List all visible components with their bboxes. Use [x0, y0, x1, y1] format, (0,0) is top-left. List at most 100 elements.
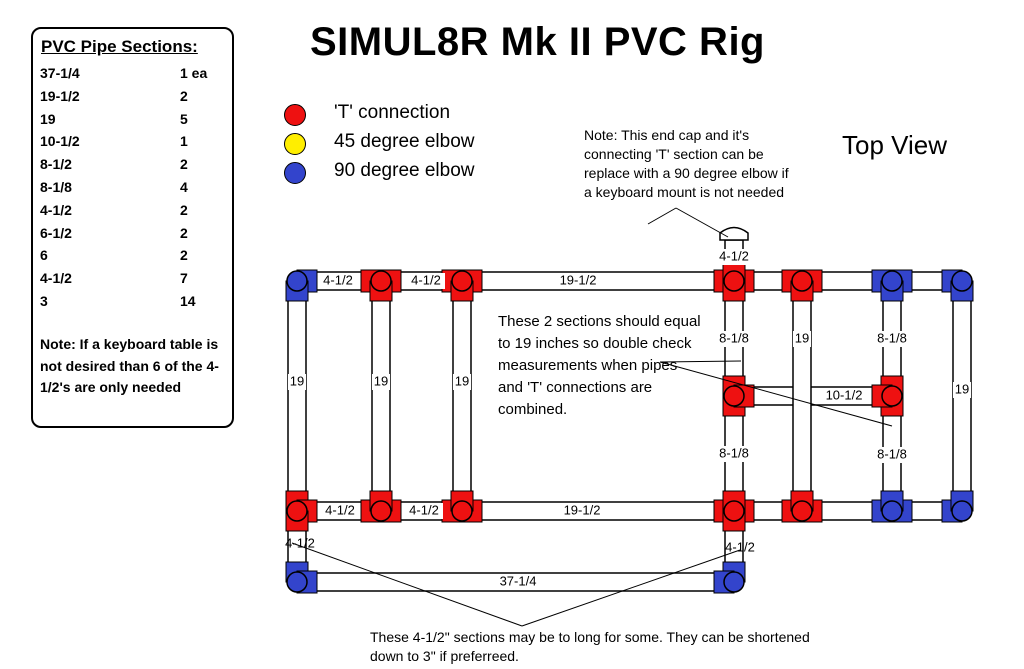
- legend-label: 'T' connection: [334, 102, 451, 123]
- elbow-fitting: [881, 270, 903, 292]
- parts-row: 10-1/2 1: [40, 131, 230, 154]
- pipe-vertical: [792, 280, 812, 512]
- part-length: 8-1/8: [40, 178, 72, 195]
- parts-row: 3 14: [40, 291, 230, 314]
- part-qty: 2: [180, 87, 188, 104]
- pipe-label: 19: [374, 373, 388, 388]
- label-background: [407, 273, 445, 289]
- elbow-fitting: [286, 270, 308, 292]
- part-length: 10-1/2: [40, 133, 80, 150]
- pipe-label: 4-1/2: [285, 535, 315, 550]
- legend-label: 45 degree elbow: [334, 131, 475, 152]
- parts-row: 6-1/2 2: [40, 223, 230, 246]
- pipe-label: 4-1/2: [725, 539, 755, 554]
- pipe-vertical: [371, 280, 391, 512]
- parts-row: 8-1/8 4: [40, 177, 230, 200]
- tee-fitting: [723, 385, 745, 407]
- pipe-label: 19: [290, 373, 304, 388]
- callout-line: [659, 361, 893, 427]
- tee-fitting: [451, 270, 473, 292]
- label-background: [822, 388, 866, 404]
- elbow-fitting: [951, 270, 973, 292]
- part-qty: 4: [180, 178, 188, 195]
- pipe-label: 4-1/2: [409, 502, 439, 517]
- part-length: 6-1/2: [40, 224, 72, 241]
- label-background: [321, 503, 359, 519]
- callout-line: [659, 360, 742, 363]
- label-background: [372, 374, 390, 390]
- part-qty: 14: [180, 292, 196, 309]
- label-background: [288, 374, 306, 390]
- pipe-label: 4-1/2: [719, 248, 749, 263]
- pipe-label: 19: [455, 373, 469, 388]
- tee-fitting: [791, 270, 813, 292]
- tee-fitting: [286, 500, 308, 522]
- callout-lines: [291, 207, 893, 627]
- elbow-fitting: [881, 500, 903, 522]
- pipe-label: 19-1/2: [560, 272, 597, 287]
- view-label: Top View: [842, 130, 948, 160]
- pipe-label: 8-1/8: [719, 445, 749, 460]
- page-title: SIMUL8R Mk II PVC Rig: [310, 20, 765, 64]
- pipe-label: 8-1/8: [877, 446, 907, 461]
- legend-label: 90 degree elbow: [334, 160, 475, 181]
- parts-row: 4-1/2 2: [40, 200, 230, 223]
- label-background: [873, 447, 911, 463]
- yellow-circle-icon: [284, 133, 306, 155]
- tee-fitting: [723, 500, 745, 522]
- pipe-vertical: [452, 280, 472, 512]
- tee-fitting: [370, 500, 392, 522]
- label-background: [453, 374, 471, 390]
- part-qty: 2: [180, 156, 188, 173]
- parts-row: 4-1/2 7: [40, 268, 230, 291]
- part-qty: 2: [180, 201, 188, 218]
- elbow-fitting: [723, 571, 745, 593]
- parts-note: Note: If a keyboard table is not desired…: [40, 336, 219, 395]
- pipe-labels: 4-1/2 4-1/2 19-1/2 4-1/2 19 19 19 8-1/8 8-1/8 19 8…: [285, 248, 971, 590]
- pipe-label: 4-1/2: [411, 272, 441, 287]
- part-length: 3: [40, 292, 48, 309]
- pipe-label: 8-1/8: [719, 330, 749, 345]
- tee-fitting: [791, 500, 813, 522]
- part-length: 4-1/2: [40, 270, 72, 287]
- pipe-label: 10-1/2: [826, 387, 863, 402]
- parts-row: 8-1/2 2: [40, 154, 230, 177]
- pipe-label: 4-1/2: [325, 502, 355, 517]
- pipe-label: 19: [795, 330, 809, 345]
- parts-heading: PVC Pipe Sections:: [41, 37, 198, 56]
- elbow-fitting: [951, 500, 973, 522]
- pipe-label: 37-1/4: [500, 573, 537, 588]
- part-length: 4-1/2: [40, 201, 72, 218]
- callout-line: [291, 542, 523, 627]
- part-qty: 7: [180, 270, 188, 287]
- label-background: [716, 249, 752, 265]
- part-length: 6: [40, 247, 48, 264]
- label-background: [953, 382, 971, 398]
- tee-fitting: [451, 500, 473, 522]
- part-qty: 5: [180, 110, 188, 127]
- callout-line: [675, 207, 729, 238]
- pipe-horizontal: [733, 386, 893, 406]
- label-background: [715, 446, 753, 462]
- pipe-label: 19: [955, 381, 969, 396]
- elbow-fitting: [286, 571, 308, 593]
- tee-fitting: [370, 270, 392, 292]
- tee-fitting: [723, 270, 745, 292]
- part-qty: 1: [180, 133, 188, 150]
- part-qty: 2: [180, 224, 188, 241]
- part-length: 37-1/4: [40, 65, 80, 81]
- pipe-label: 19-1/2: [564, 502, 601, 517]
- pipe-vertical: [287, 280, 307, 512]
- label-background: [873, 331, 911, 347]
- part-length: 8-1/2: [40, 156, 72, 173]
- end-cap-icon: [719, 226, 749, 241]
- sections-note: These 2 sections should equal to 19 inch…: [498, 313, 701, 418]
- label-background: [715, 331, 753, 347]
- callout-line: [521, 549, 741, 627]
- label-background: [319, 273, 357, 289]
- callout-line: [647, 207, 677, 225]
- label-background: [793, 331, 811, 347]
